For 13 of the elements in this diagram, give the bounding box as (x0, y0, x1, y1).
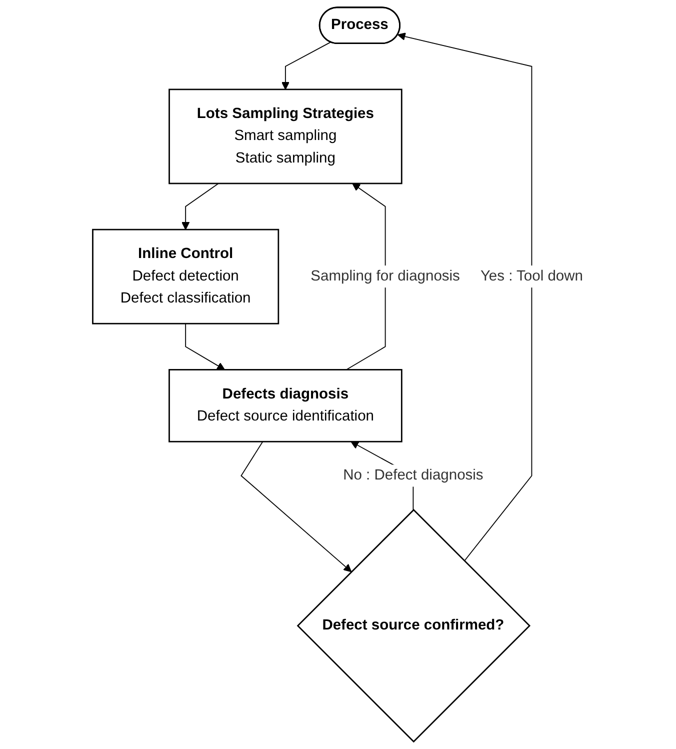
edge-label: Sampling for diagnosis (310, 268, 460, 284)
edge-label: No : Defect diagnosis (343, 467, 484, 484)
arrow (182, 183, 220, 230)
arrow (185, 323, 226, 370)
node-box: Lots Sampling Strategies Smart sampling Static sampling (168, 88, 402, 184)
edge-label: Yes : Tool down (480, 268, 584, 284)
arrow (282, 42, 332, 90)
node-box: Defects diagnosis Defect source identification (168, 369, 402, 442)
arrow (398, 32, 532, 562)
arrow (240, 441, 352, 572)
node-diamond: Defect source confirmed? (296, 508, 531, 743)
arrow (346, 183, 386, 370)
node-box: Inline Control Defect detection Defect classification (92, 228, 280, 324)
